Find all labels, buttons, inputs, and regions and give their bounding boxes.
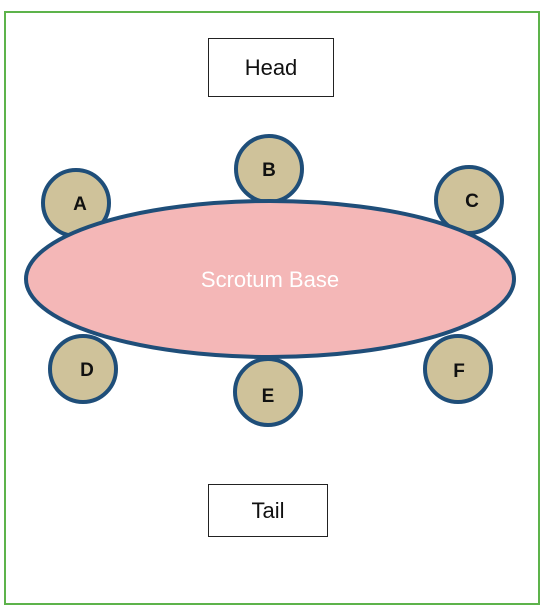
point-a-label: A [73,194,87,215]
point-e-label: E [262,386,275,407]
point-f: F [423,334,493,404]
point-d-label: D [80,360,94,381]
point-e-circle [233,357,303,427]
point-f-circle [423,334,493,404]
tail-label-box: Tail [208,484,328,537]
point-b-label: B [262,160,276,181]
tail-label: Tail [251,497,285,523]
point-c: C [434,165,504,235]
scrotum-base-label: Scrotum Base [201,267,339,292]
scrotum-base-ellipse [24,199,516,359]
head-label-box: Head [208,38,334,97]
point-e: E [233,357,303,427]
point-c-label: C [465,191,479,212]
head-label: Head [244,54,298,80]
point-f-label: F [453,361,465,382]
point-d-circle [48,334,118,404]
diagram-frame [4,11,540,605]
point-b: B [234,134,304,204]
point-d: D [48,334,118,404]
point-a: A [41,168,111,238]
